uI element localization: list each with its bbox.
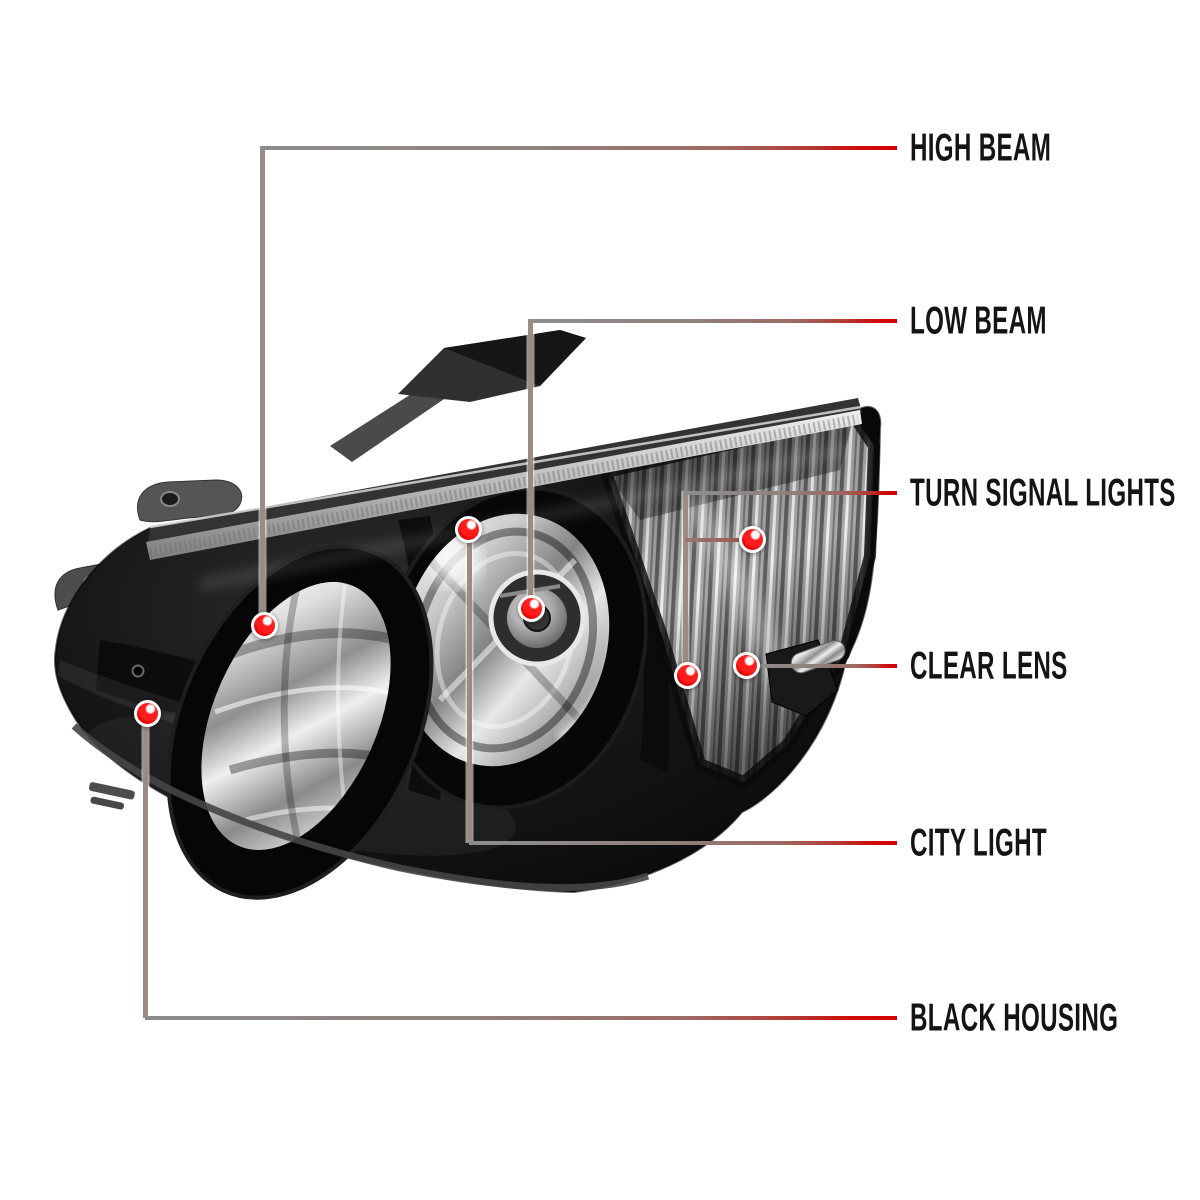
- leader-hline-black-housing: [145, 1016, 897, 1020]
- low-beam-lamp: [382, 486, 648, 810]
- callout-dot-turn-signal-lower: [673, 661, 701, 689]
- bottom-rim: [71, 723, 650, 892]
- leader-vline-high-beam: [259, 146, 265, 625]
- leader-hline-low-beam: [530, 319, 897, 323]
- callout-dot-black-housing: [133, 699, 161, 727]
- callout-dot-low-beam: [517, 594, 545, 622]
- leader-vline-black-housing: [142, 713, 148, 1018]
- leader-vline-city-light: [466, 529, 472, 843]
- housing-embossing: [89, 782, 135, 810]
- label-clear-lens: CLEAR LENS: [910, 644, 1068, 688]
- label-city-light: CITY LIGHT: [910, 821, 1047, 865]
- leader-hline-turn-signal: [685, 491, 897, 495]
- leader-vline-low-beam: [527, 319, 533, 608]
- callout-dot-city-light: [454, 515, 482, 543]
- label-low-beam: LOW BEAM: [910, 299, 1047, 343]
- leader-hline-clear-lens: [746, 664, 897, 668]
- callout-dot-high-beam: [250, 611, 278, 639]
- mounting-bracket-top: [330, 330, 586, 462]
- chrome-trim-strip: [146, 398, 862, 592]
- leader-hline-high-beam: [262, 146, 897, 150]
- label-turn-signal-lights: TURN SIGNAL LIGHTS: [910, 471, 1176, 515]
- label-high-beam: HIGH BEAM: [910, 126, 1052, 170]
- label-black-housing: BLACK HOUSING: [910, 996, 1119, 1040]
- callout-dot-clear-lens: [732, 651, 760, 679]
- high-beam-lamp: [166, 544, 434, 900]
- leader-branch-turn-signal: [685, 538, 750, 542]
- leader-vline-turn-signal: [682, 491, 688, 675]
- housing-screw-hole: [131, 664, 145, 678]
- leader-hline-city-light: [469, 841, 897, 845]
- callout-dot-turn-signal-upper: [738, 525, 766, 553]
